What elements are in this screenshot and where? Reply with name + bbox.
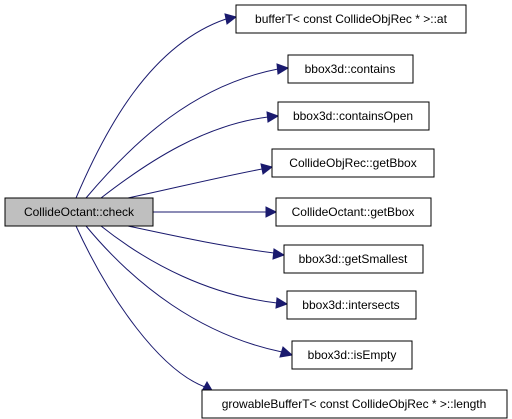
root-node-label: CollideOctant::check <box>24 205 135 219</box>
graph-nodes: CollideOctant::check bufferT< const Coll… <box>4 4 508 419</box>
root-node[interactable]: CollideOctant::check <box>4 197 154 227</box>
arrowhead-icon <box>279 346 294 358</box>
callee-node-box <box>201 389 508 419</box>
callee-node-7[interactable]: bbox3d::isEmpty <box>291 340 413 370</box>
callee-node-3[interactable]: CollideObjRec::getBbox <box>271 148 435 178</box>
callee-node-box <box>275 197 432 227</box>
callee-node-box <box>271 148 435 178</box>
callee-node-box <box>277 101 430 131</box>
callee-node-1[interactable]: bbox3d::contains <box>287 54 414 84</box>
edge-root-to-callee-1 <box>85 68 279 199</box>
callee-node-label: bufferT< const CollideObjRec * >::at <box>255 12 448 26</box>
call-edges <box>75 13 294 393</box>
callee-node-label: growableBufferT< const CollideObjRec * >… <box>222 397 487 411</box>
callee-node-box <box>286 290 417 320</box>
edge-root-to-callee-7 <box>85 225 283 353</box>
edge-root-to-callee-3 <box>127 168 263 199</box>
edge-root-to-callee-5 <box>127 225 275 254</box>
arrowhead-icon <box>272 248 286 260</box>
edge-root-to-callee-6 <box>100 225 278 304</box>
edge-root-to-callee-2 <box>100 116 269 199</box>
callee-node-box <box>291 340 413 370</box>
callee-node-label: bbox3d::isEmpty <box>308 348 397 362</box>
callee-node-0[interactable]: bufferT< const CollideObjRec * >::at <box>235 4 467 34</box>
callee-node-box <box>283 244 424 274</box>
callee-node-label: bbox3d::getSmallest <box>299 252 408 266</box>
callee-node-label: CollideOctant::getBbox <box>292 205 415 219</box>
callee-node-label: bbox3d::containsOpen <box>293 109 413 123</box>
arrowhead-icon <box>224 13 238 25</box>
arrowhead-icon <box>260 163 274 175</box>
callee-node-box <box>235 4 467 34</box>
arrowhead-icon <box>275 297 289 309</box>
callee-node-2[interactable]: bbox3d::containsOpen <box>277 101 430 131</box>
arrowhead-icon <box>266 111 280 123</box>
callee-node-6[interactable]: bbox3d::intersects <box>286 290 417 320</box>
callee-node-5[interactable]: bbox3d::getSmallest <box>283 244 424 274</box>
callee-node-label: bbox3d::intersects <box>302 298 399 312</box>
arrowhead-icon <box>276 63 290 75</box>
callee-node-label: bbox3d::contains <box>305 62 396 76</box>
callee-node-8[interactable]: growableBufferT< const CollideObjRec * >… <box>201 389 508 419</box>
callee-node-box <box>287 54 414 84</box>
callee-node-4[interactable]: CollideOctant::getBbox <box>275 197 432 227</box>
root-node-box <box>4 197 154 227</box>
callee-node-label: CollideObjRec::getBbox <box>289 156 416 170</box>
arrowhead-icon <box>265 206 278 218</box>
edge-root-to-callee-0 <box>75 18 227 199</box>
edge-root-to-callee-8 <box>75 225 206 388</box>
